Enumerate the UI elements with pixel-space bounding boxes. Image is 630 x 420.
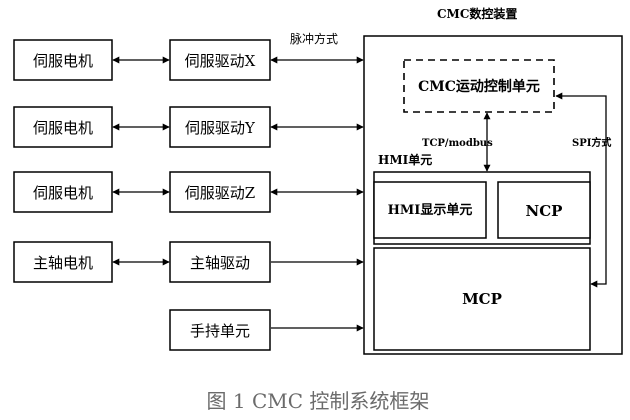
drive-z-label: 伺服驱动Z xyxy=(185,184,255,202)
motor-1-label: 伺服电机 xyxy=(33,52,93,70)
motor-2-label: 伺服电机 xyxy=(33,119,93,137)
hmi-display-box xyxy=(373,181,487,239)
spindle-drive-label: 主轴驱动 xyxy=(190,254,250,272)
handheld-label: 手持单元 xyxy=(190,322,250,340)
figure-caption: 图 1 CMC 控制系统框架 xyxy=(207,389,430,413)
spi-label: SPI方式 xyxy=(572,136,611,149)
motion-control-label: CMC运动控制单元 xyxy=(418,78,540,95)
ncp-label: NCP xyxy=(526,202,563,220)
spi-connector xyxy=(555,92,607,288)
mcp-label: MCP xyxy=(462,290,502,308)
spindle-drive: 主轴驱动 xyxy=(169,241,271,283)
drive-x: 伺服驱动X xyxy=(169,39,271,81)
motion-control-unit xyxy=(403,59,555,113)
drive-y-label: 伺服驱动Y xyxy=(185,119,256,137)
motor-2: 伺服电机 xyxy=(13,106,113,148)
mcp-box xyxy=(373,247,591,351)
drive-x-label: 伺服驱动X xyxy=(185,52,256,70)
drive-z: 伺服驱动Z xyxy=(169,171,271,213)
drive-y: 伺服驱动Y xyxy=(169,106,271,148)
device-title: CMC数控装置 xyxy=(437,6,517,21)
hmi-unit-label: HMI单元 xyxy=(378,152,432,167)
spindle-motor: 主轴电机 xyxy=(13,241,113,283)
motor-1: 伺服电机 xyxy=(13,39,113,81)
hmi-display-label: HMI显示单元 xyxy=(388,202,473,218)
spindle-motor-label: 主轴电机 xyxy=(33,254,93,272)
pulse-label: 脉冲方式 xyxy=(290,31,338,46)
motor-3: 伺服电机 xyxy=(13,171,113,213)
motor-3-label: 伺服电机 xyxy=(33,184,93,202)
tcp-label: TCP/modbus xyxy=(422,138,493,149)
handheld-unit: 手持单元 xyxy=(169,309,271,351)
